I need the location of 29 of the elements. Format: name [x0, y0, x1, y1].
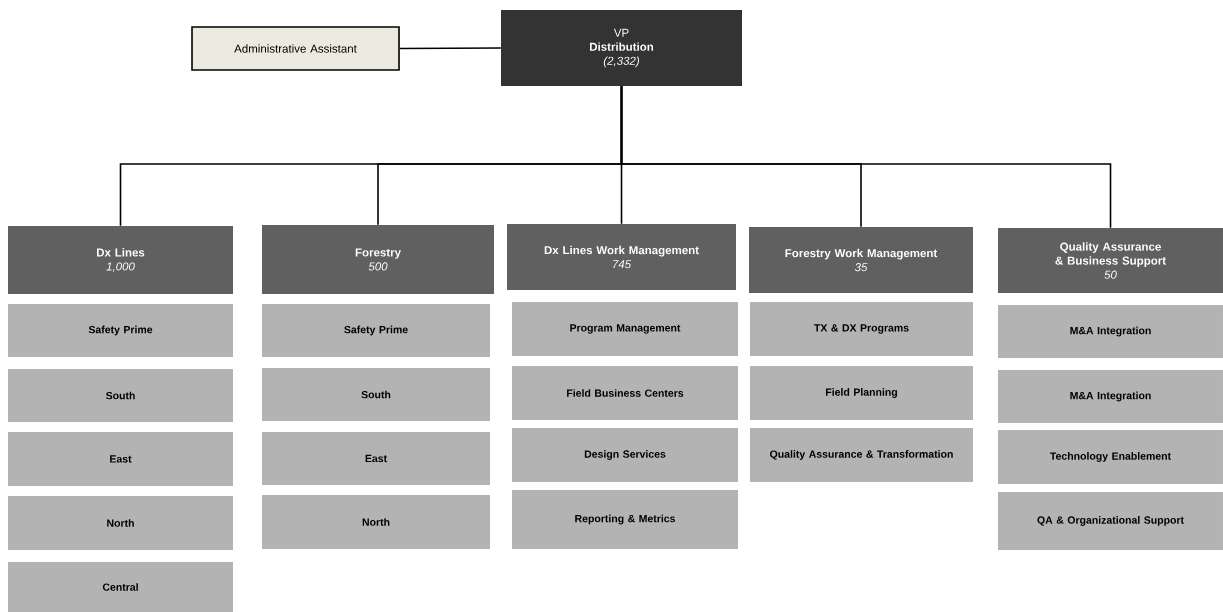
unit-box: Central [8, 562, 233, 612]
unit-box: QA & Organizational Support [998, 492, 1223, 550]
unit-box: Field Business Centers [512, 366, 738, 420]
unit-box: Safety Prime [262, 304, 490, 357]
connector-line [399, 47, 502, 50]
unit-box: Reporting & Metrics [512, 490, 738, 549]
unit-box: Safety Prime [8, 304, 233, 357]
unit-box: North [262, 495, 490, 549]
unit-box: South [262, 368, 490, 421]
unit-box: Technology Enablement [998, 430, 1223, 484]
department-box: Quality Assurance & Business Support 50 [998, 228, 1223, 293]
department-box: Dx Lines Work Management 745 [507, 224, 736, 290]
assistant-box: Administrative Assistant [191, 26, 400, 71]
unit-box: Quality Assurance & Transformation [750, 428, 973, 482]
unit-box: TX & DX Programs [750, 302, 973, 356]
unit-box: East [262, 432, 490, 485]
unit-box: Program Management [512, 302, 738, 356]
executive-box: VP Distribution (2,332) [501, 10, 742, 86]
unit-box: East [8, 432, 233, 486]
department-box: Forestry Work Management 35 [749, 227, 973, 293]
unit-box: Field Planning [750, 366, 973, 420]
unit-box: Design Services [512, 428, 738, 482]
unit-box: M&A Integration [998, 305, 1223, 358]
department-box: Forestry 500 [262, 225, 494, 294]
unit-box: South [8, 369, 233, 422]
org-chart-connector [620, 85, 1112, 229]
unit-box: North [8, 496, 233, 550]
unit-box: M&A Integration [998, 370, 1223, 423]
department-box: Dx Lines 1,000 [8, 226, 233, 294]
